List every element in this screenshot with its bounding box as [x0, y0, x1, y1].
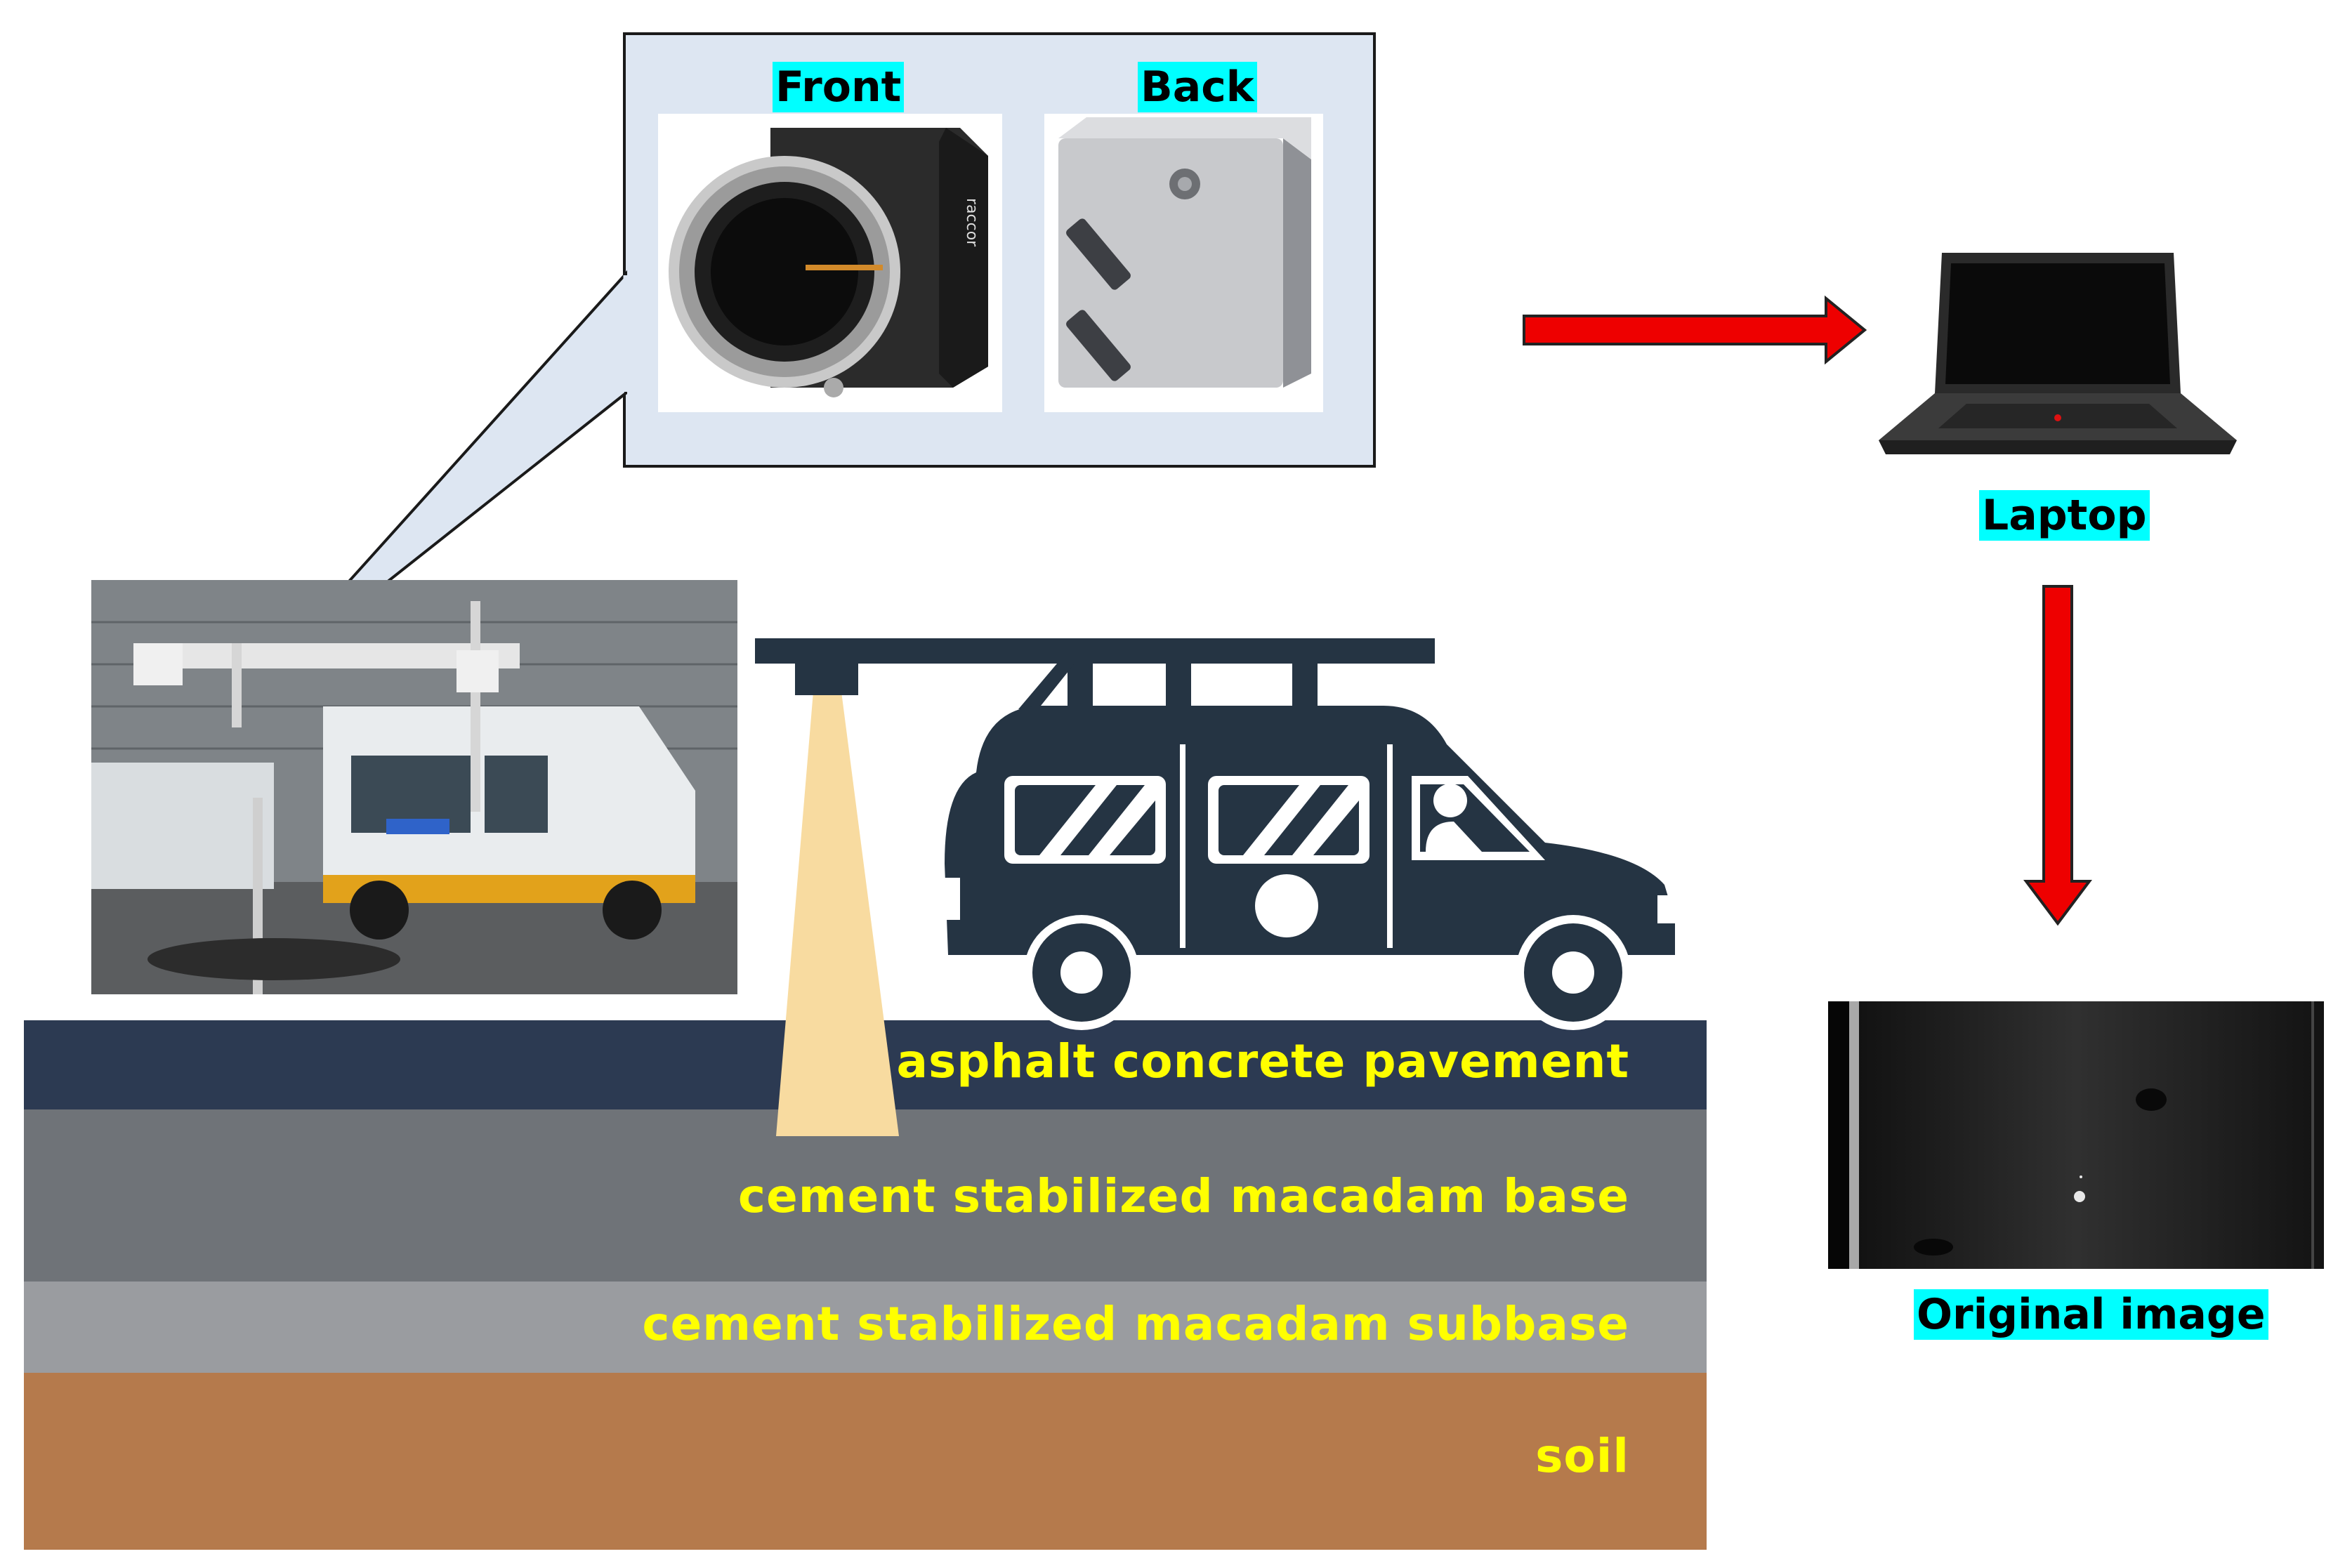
- label-subbase: cement stabilized macadam subbase: [642, 1297, 1629, 1351]
- camera-brand-text: raccor: [963, 198, 980, 247]
- original-image-label: Original image: [1914, 1289, 2268, 1340]
- camera-back-image: [1044, 114, 1323, 412]
- label-soil: soil: [1535, 1429, 1629, 1483]
- label-asphalt: asphalt concrete pavement: [896, 1034, 1629, 1088]
- camera-front-image: raccor: [658, 114, 1002, 412]
- front-label: Front: [773, 62, 905, 112]
- laptop-label: Laptop: [1979, 490, 2150, 541]
- layer-base: cement stabilized macadam base: [24, 1109, 1707, 1282]
- original-image: [1828, 1001, 2324, 1269]
- layer-subbase: cement stabilized macadam subbase: [24, 1282, 1707, 1373]
- label-base: cement stabilized macadam base: [737, 1169, 1629, 1223]
- laptop-image: [1875, 249, 2240, 460]
- layer-soil: soil: [24, 1373, 1707, 1550]
- back-label: Back: [1138, 62, 1257, 112]
- van-photo: [91, 580, 737, 994]
- light-beam: [776, 692, 899, 1136]
